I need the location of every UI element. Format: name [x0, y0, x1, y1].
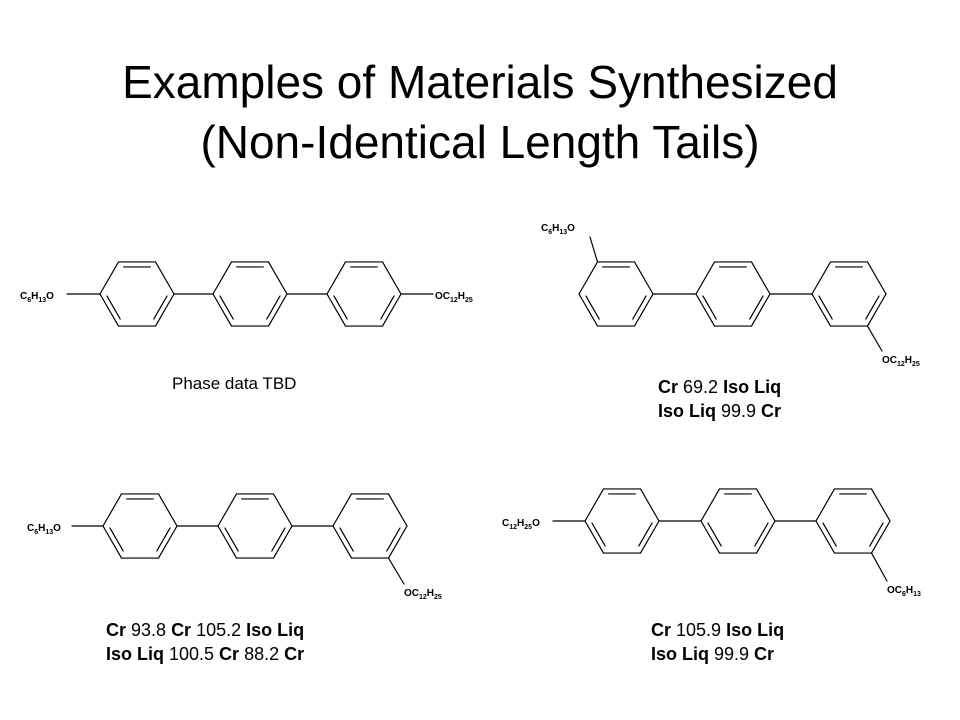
ring-bond	[639, 520, 660, 554]
molecule-a-right-substituent: OC12H25	[435, 291, 473, 304]
ring-bond	[326, 261, 347, 295]
ring-bond	[387, 493, 408, 527]
ring-bond	[584, 520, 605, 554]
double-bond	[822, 522, 837, 547]
molecule-a-phase-text: Phase data TBD	[172, 374, 297, 393]
molecule-d-left-substituent: C12H25O	[502, 518, 540, 531]
double-bond	[156, 527, 171, 552]
molecule-c-phase-data: Cr 93.8 Cr 105.2 Iso Liq Iso Liq 100.5 C…	[106, 618, 304, 666]
molecule-d-phase-data: Cr 105.9 Iso Liq Iso Liq 99.9 Cr	[651, 618, 784, 666]
ring-bond	[154, 261, 175, 295]
double-bond	[333, 295, 348, 320]
double-bond	[153, 295, 168, 320]
double-bond	[632, 295, 647, 320]
double-bond	[865, 295, 880, 320]
ring-bond	[381, 293, 402, 327]
phase-line: Iso Liq 100.5 Cr 88.2 Cr	[106, 644, 305, 664]
ring-bond	[750, 293, 771, 327]
ring-bond	[811, 261, 832, 295]
ring-bond	[217, 493, 238, 527]
molecule-b-phase-data: Cr 69.2 Iso Liq Iso Liq 99.9 Cr	[658, 375, 781, 423]
title-line-2: (Non-Identical Length Tails)	[200, 116, 760, 168]
ring-bond	[381, 261, 402, 295]
ring-bond	[815, 488, 836, 522]
double-bond	[707, 522, 722, 547]
ring-bond	[267, 261, 288, 295]
ring-bond	[870, 520, 891, 554]
ring-bond	[157, 525, 178, 559]
phase-line: Iso Liq 99.9 Cr	[651, 644, 775, 664]
ring-bond	[695, 261, 716, 295]
molecule-a-left-substituent: C6H13O	[20, 291, 54, 304]
ring-bond	[815, 520, 836, 554]
ring-bond	[870, 488, 891, 522]
molecule-c-bottom-substituent: OC12H25	[404, 588, 442, 601]
ring-bond	[866, 293, 887, 327]
ring-bond	[212, 261, 233, 295]
ring-bond	[154, 293, 175, 327]
ring-bond	[332, 525, 353, 559]
ring-bond	[387, 525, 408, 559]
molecule-c-left-substituent: C6H13O	[27, 523, 61, 536]
ring-bond	[267, 293, 288, 327]
double-bond	[380, 295, 395, 320]
ring-bond	[639, 488, 660, 522]
double-bond	[638, 522, 653, 547]
double-bond	[818, 295, 833, 320]
ring-bond	[212, 293, 233, 327]
double-bond	[749, 295, 764, 320]
ring-bond	[866, 261, 887, 295]
slide-title: Examples of Materials Synthesized (Non-I…	[0, 52, 960, 172]
substituent-bond	[866, 325, 883, 352]
ring-bond	[578, 261, 599, 295]
double-bond	[591, 522, 606, 547]
double-bond	[219, 295, 234, 320]
ring-bond	[326, 293, 347, 327]
ring-bond	[700, 520, 721, 554]
ring-bond	[700, 488, 721, 522]
molecule-b-top-substituent: C6H13O	[541, 223, 575, 236]
ring-bond	[217, 525, 238, 559]
phase-line: Cr 69.2 Iso Liq	[658, 377, 782, 397]
ring-bond	[755, 488, 776, 522]
double-bond	[386, 527, 401, 552]
ring-bond	[157, 493, 178, 527]
ring-bond	[584, 488, 605, 522]
substituent-bond	[387, 557, 405, 585]
double-bond	[869, 522, 884, 547]
ring-bond	[633, 261, 654, 295]
ring-bond	[750, 261, 771, 295]
double-bond	[754, 522, 769, 547]
double-bond	[585, 295, 600, 320]
ring-bond	[633, 293, 654, 327]
ring-bond	[811, 293, 832, 327]
double-bond	[702, 295, 717, 320]
double-bond	[224, 527, 239, 552]
ring-bond	[102, 525, 123, 559]
phase-line: Cr 105.9 Iso Liq	[651, 620, 785, 640]
ring-bond	[578, 293, 599, 327]
molecule-d-bottom-substituent: OC6H13	[887, 585, 921, 598]
phase-line: Cr 93.8 Cr 105.2 Iso Liq	[106, 620, 305, 640]
ring-bond	[102, 493, 123, 527]
double-bond	[339, 527, 354, 552]
double-bond	[271, 527, 286, 552]
phase-line: Iso Liq 99.9 Cr	[658, 401, 782, 421]
ring-bond	[272, 493, 293, 527]
ring-bond	[99, 261, 120, 295]
double-bond	[106, 295, 121, 320]
ring-bond	[695, 293, 716, 327]
ring-bond	[755, 520, 776, 554]
double-bond	[266, 295, 281, 320]
ring-bond	[99, 293, 120, 327]
title-line-1: Examples of Materials Synthesized	[122, 56, 838, 108]
substituent-bond	[870, 552, 888, 582]
ring-bond	[272, 525, 293, 559]
molecule-b-bottom-substituent: OC12H25	[882, 355, 920, 368]
double-bond	[109, 527, 124, 552]
ring-bond	[332, 493, 353, 527]
substituent-bond	[589, 236, 599, 263]
